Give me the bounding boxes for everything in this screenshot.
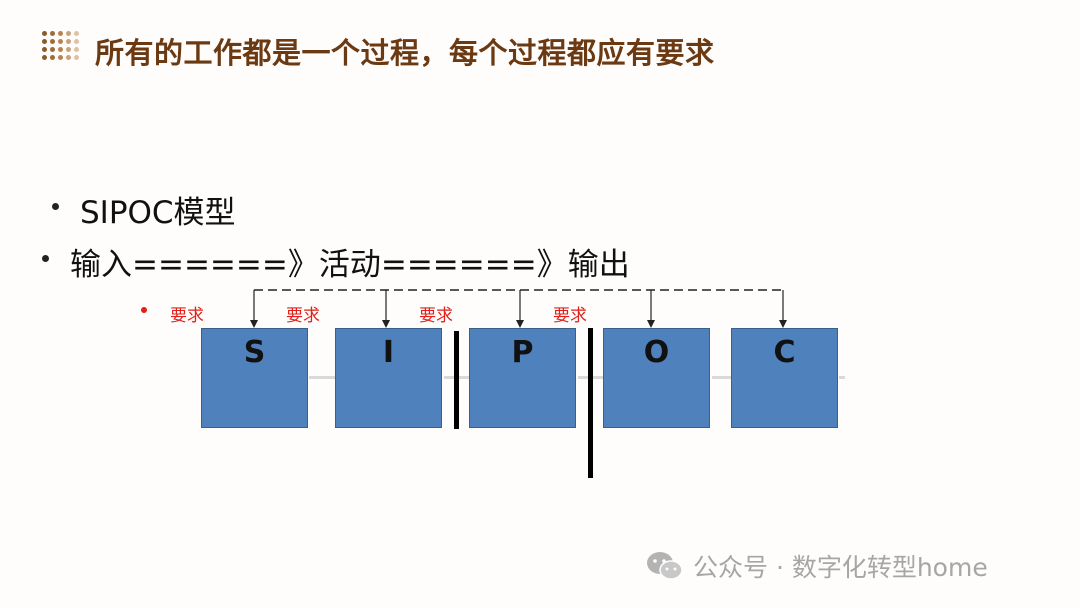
watermark-text: 公众号 · 数字化转型home — [693, 553, 988, 582]
box-letter: P — [511, 335, 534, 370]
requirement-label-input: 要求 — [286, 306, 320, 326]
wechat-icon — [647, 552, 683, 580]
bullet-sipoc-model: SIPOC模型 — [80, 195, 236, 231]
slide-title: 所有的工作都是一个过程，每个过程都应有要求 — [95, 36, 715, 70]
arrowhead-s — [250, 320, 258, 328]
arrowhead-o — [647, 320, 655, 328]
watermark: 公众号 · 数字化转型home — [645, 548, 988, 584]
connector-o-c — [712, 376, 731, 379]
sipoc-box-i: I — [335, 328, 442, 428]
sipoc-box-c: C — [731, 328, 838, 428]
arrowhead-p — [516, 320, 524, 328]
sipoc-box-p: P — [469, 328, 576, 428]
requirement-label-output: 要求 — [553, 306, 587, 326]
bullet-dot — [52, 203, 59, 210]
arrowhead-i — [382, 320, 390, 328]
box-letter: O — [643, 335, 670, 370]
title-dot-grid — [42, 31, 79, 60]
arrowhead-c — [779, 320, 787, 328]
box-letter: S — [243, 335, 266, 370]
sipoc-box-o: O — [603, 328, 710, 428]
connector-c-end — [839, 376, 845, 379]
box-letter: C — [773, 335, 796, 370]
requirement-bullet-dot — [141, 307, 147, 313]
divider-bar-input-process — [454, 331, 459, 429]
connector-s-i — [309, 376, 335, 379]
sipoc-box-s: S — [201, 328, 308, 428]
bullet-input-activity-output: 输入======》活动======》输出 — [70, 247, 630, 283]
bullet-dot — [42, 255, 49, 262]
divider-bar-process-output — [588, 328, 593, 478]
requirement-label-process: 要求 — [419, 306, 453, 326]
box-letter: I — [382, 335, 395, 370]
requirement-label-supplier: 要求 — [170, 306, 204, 326]
